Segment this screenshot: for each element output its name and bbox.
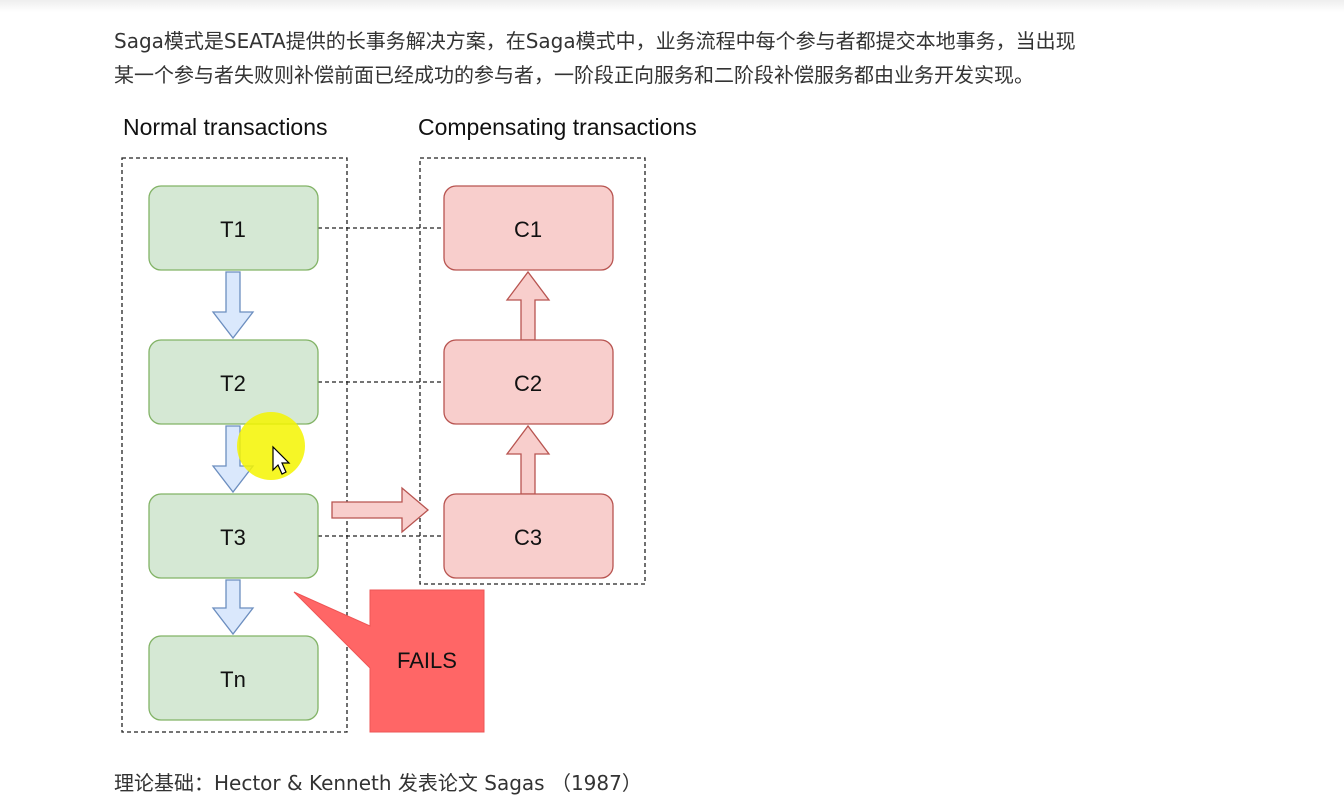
fails-callout <box>293 589 485 733</box>
normal-transactions-title: Normal transactions <box>123 114 328 140</box>
intro-line-1: Saga模式是SEATA提供的长事务解决方案，在Saga模式中，业务流程中每个参… <box>114 29 1076 53</box>
step-c3-box <box>443 493 614 579</box>
footer-note: 理论基础：Hector & Kenneth 发表论⽂ Sagas （1987） <box>114 771 642 795</box>
step-c2-label: C2 <box>514 371 542 396</box>
step-t2-label: T2 <box>220 371 246 396</box>
mouse-pointer-icon <box>272 445 291 475</box>
step-c2-box <box>443 339 614 425</box>
step-c1-label: C1 <box>514 217 542 242</box>
step-tn-box <box>148 635 319 721</box>
compensating-container <box>419 157 646 585</box>
cursor-highlight <box>237 412 305 480</box>
arrow-up-icon <box>505 270 551 341</box>
step-t1-box <box>148 185 319 271</box>
compensating-transactions-title: Compensating transactions <box>418 114 697 140</box>
arrow-down-icon <box>211 579 255 636</box>
step-t1-label: T1 <box>220 217 246 242</box>
intro-paragraph: Saga模式是SEATA提供的长事务解决方案，在Saga模式中，业务流程中每个参… <box>114 24 1214 92</box>
step-t3-label: T3 <box>220 525 246 550</box>
arrow-down-icon <box>211 271 255 340</box>
step-c1-box <box>443 185 614 271</box>
arrow-right-icon <box>331 486 430 534</box>
arrow-up-icon <box>505 424 551 495</box>
step-c3-label: C3 <box>514 525 542 550</box>
normal-container <box>121 157 348 733</box>
step-t3-box <box>148 493 319 579</box>
intro-line-2: 某一个参与者失败则补偿前面已经成功的参与者，一阶段正向服务和二阶段补偿服务都由业… <box>114 63 1034 87</box>
browser-top-shadow <box>0 0 1344 12</box>
step-t2-box <box>148 339 319 425</box>
fails-label: FAILS <box>397 648 457 673</box>
step-tn-label: Tn <box>220 667 246 692</box>
